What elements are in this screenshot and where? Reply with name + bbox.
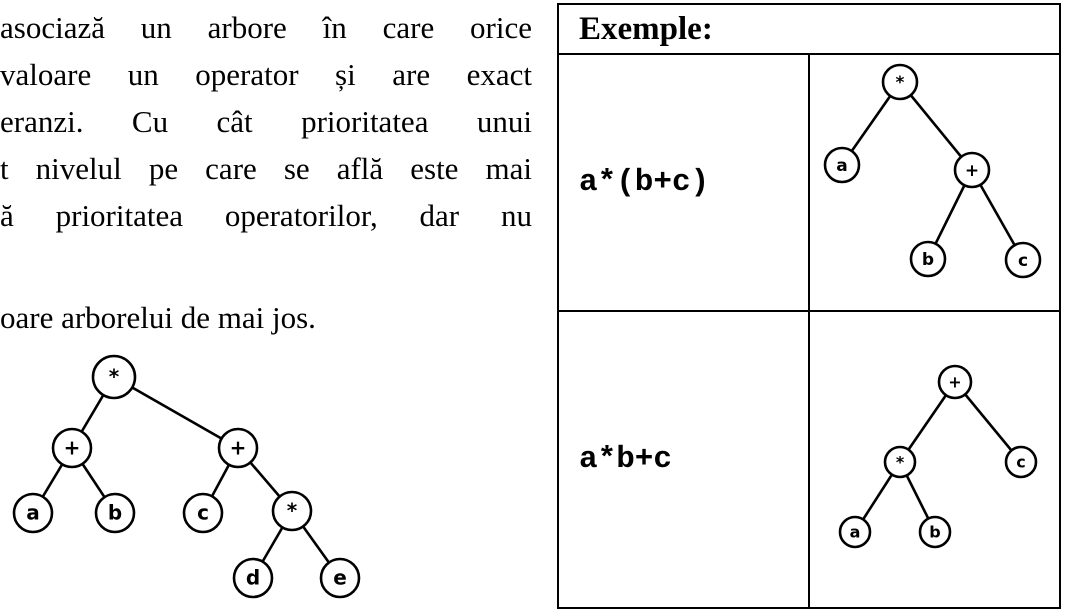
tree-node-d: d: [232, 557, 274, 599]
tree-node-a: a: [838, 515, 872, 549]
example-expression-2: a*b+c: [557, 310, 810, 609]
node-label: +: [948, 373, 961, 392]
paragraph-line-5: ă prioritatea operatorilor, dar nu: [0, 198, 532, 233]
tree-node-root: *: [881, 63, 919, 101]
tree-node-b: b: [918, 515, 952, 549]
example-tree-cell-1: * a + b c: [808, 53, 1061, 312]
example-tree-2: + * c a b: [838, 364, 1038, 549]
node-label: a: [850, 523, 861, 542]
node-label: +: [965, 161, 979, 181]
tree-node-c: c: [1004, 445, 1038, 479]
tree-node-op: *: [883, 445, 917, 479]
tree-node-b: b: [909, 240, 947, 278]
node-label: d: [246, 566, 260, 590]
example-tree-cell-2: + * c a b: [808, 310, 1061, 609]
examples-header: Exemple:: [557, 3, 1061, 55]
node-label: *: [109, 365, 120, 389]
paragraph-line-4: t nivelul pe care se află este mai: [0, 151, 532, 186]
example-expression-1: a*(b+c): [557, 53, 810, 312]
tree-node-left-op: +: [51, 427, 93, 469]
tree-node-e: e: [319, 557, 361, 599]
tree-node-right-op: +: [217, 427, 259, 469]
tree-node-root: *: [91, 354, 137, 400]
main-expression-tree: * + a b + c * d e: [12, 354, 361, 599]
paragraph-footer: oare arborelui de mai jos.: [0, 300, 316, 335]
tree-node-op: +: [953, 151, 991, 189]
example-row-2: a*b+c + * c: [557, 310, 1061, 609]
tree-node-root: +: [937, 364, 973, 400]
node-label: a: [836, 156, 847, 176]
node-label: *: [896, 73, 905, 93]
examples-header-row: Exemple:: [557, 3, 1061, 55]
paragraph-line-3: eranzi. Cu cât prioritatea unui: [0, 104, 532, 139]
tree-node-b: b: [94, 492, 136, 534]
node-label: b: [922, 250, 934, 270]
paragraph-line-2: valoare un operator și are exact: [0, 57, 532, 92]
example-row-1: a*(b+c) * a +: [557, 53, 1061, 312]
node-label: e: [333, 566, 347, 590]
tree-node-a: a: [823, 146, 861, 184]
node-label: b: [929, 523, 940, 542]
node-label: c: [197, 501, 209, 525]
node-label: +: [64, 436, 81, 460]
node-label: b: [108, 501, 122, 525]
node-label: *: [287, 499, 298, 523]
tree-node-c: c: [1004, 241, 1042, 279]
tree-node-c: c: [182, 492, 224, 534]
node-label: a: [26, 501, 40, 525]
node-label: c: [1016, 453, 1025, 472]
paragraph-line-1: asociază un arbore în care orice: [0, 10, 532, 45]
tree-node-a: a: [12, 492, 54, 534]
node-label: c: [1018, 251, 1028, 271]
examples-table: Exemple: a*(b+c) * a +: [557, 3, 1061, 609]
tree-node-right-mul: *: [271, 490, 313, 532]
node-label: *: [896, 453, 905, 472]
example-tree-1: * a + b c: [823, 63, 1042, 279]
node-label: +: [230, 436, 247, 460]
